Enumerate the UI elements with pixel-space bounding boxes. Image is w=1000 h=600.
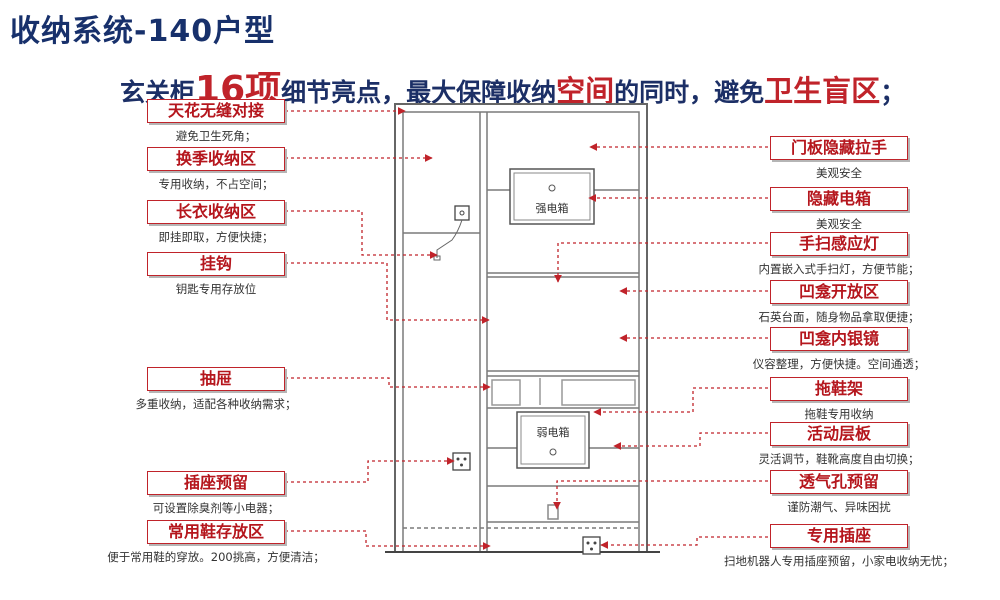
label-socket-reserved: 插座预留 bbox=[147, 471, 285, 495]
desc-vent-hole: 谨防潮气、异味困扰 bbox=[787, 500, 891, 514]
leader-line bbox=[613, 432, 768, 450]
leader-line bbox=[554, 242, 768, 283]
label-common-shoe-area: 常用鞋存放区 bbox=[147, 520, 285, 544]
label-hidden-handle: 门板隐藏拉手 bbox=[770, 136, 908, 160]
label-dedicated-socket: 专用插座 bbox=[770, 524, 908, 548]
label-vent-hole: 透气孔预留 bbox=[770, 470, 908, 494]
subtitle-highlight-space: 空间 bbox=[556, 74, 615, 108]
socket-icon bbox=[452, 452, 471, 471]
label-movable-shelf: 活动层板 bbox=[770, 422, 908, 446]
weak-box-label: 弱电箱 bbox=[537, 425, 570, 439]
leader-line bbox=[600, 536, 768, 549]
leader-line bbox=[285, 210, 438, 259]
desc-drawer: 多重收纳，适配各种收纳需求； bbox=[135, 397, 297, 411]
label-niche-silver-mirror: 凹龛内银镜 bbox=[770, 327, 908, 351]
desc-ceiling-seamless: 避免卫生死角； bbox=[175, 129, 257, 143]
leader-line bbox=[285, 377, 491, 391]
desc-slipper-rack: 拖鞋专用收纳 bbox=[804, 407, 874, 421]
page-title: 收纳系统-140户型 bbox=[10, 14, 276, 49]
subtitle: 玄关柜16项细节亮点，最大保障收纳空间的同时，避免卫生盲区； bbox=[120, 60, 1000, 112]
label-drawer: 抽屉 bbox=[147, 367, 285, 391]
subtitle-part: ； bbox=[880, 78, 906, 107]
subtitle-highlight-hygiene: 卫生盲区 bbox=[764, 74, 881, 108]
desc-common-shoe-area: 便于常用鞋的穿放。200挑高，方便清洁； bbox=[107, 550, 325, 564]
desc-niche-open-area: 石英台面，随身物品拿取便捷； bbox=[758, 310, 920, 324]
desc-movable-shelf: 灵活调节，鞋靴高度自由切换； bbox=[758, 452, 920, 466]
subtitle-part: 细节亮点，最大保障收纳 bbox=[281, 78, 557, 107]
desc-hand-sensor-light: 内置嵌入式手扫灯，方便节能； bbox=[758, 262, 920, 276]
leader-line bbox=[285, 262, 490, 324]
label-ceiling-seamless: 天花无缝对接 bbox=[147, 99, 285, 123]
label-hand-sensor-light: 手扫感应灯 bbox=[770, 232, 908, 256]
hook-icon bbox=[433, 205, 470, 261]
subtitle-part: 的同时，避免 bbox=[614, 78, 765, 107]
desc-niche-silver-mirror: 仪容整理，方便快捷。空间通透； bbox=[752, 357, 926, 371]
leader-line bbox=[285, 530, 491, 550]
label-slipper-rack: 拖鞋架 bbox=[770, 377, 908, 401]
leader-lines bbox=[285, 107, 768, 550]
desc-hidden-electric-box: 美观安全 bbox=[816, 217, 862, 231]
strong-box-label: 强电箱 bbox=[536, 201, 569, 215]
strong-electric-box: 强电箱 bbox=[509, 168, 595, 225]
leader-line bbox=[593, 387, 768, 416]
leader-line bbox=[285, 457, 455, 483]
desc-socket-reserved: 可设置除臭剂等小电器； bbox=[152, 501, 280, 515]
label-niche-open-area: 凹龛开放区 bbox=[770, 280, 908, 304]
leader-line bbox=[553, 480, 768, 510]
desc-dedicated-socket: 扫地机器人专用插座预留，小家电收纳无忧； bbox=[724, 554, 954, 568]
desc-hook: 钥匙专用存放位 bbox=[175, 282, 257, 296]
desc-long-coat-storage: 即挂即取，方便快捷； bbox=[158, 230, 274, 244]
label-hidden-electric-box: 隐藏电箱 bbox=[770, 187, 908, 211]
weak-electric-box: 弱电箱 bbox=[516, 411, 590, 469]
label-hook: 挂钩 bbox=[147, 252, 285, 276]
label-seasonal-storage: 换季收纳区 bbox=[147, 147, 285, 171]
desc-seasonal-storage: 专用收纳，不占空间； bbox=[158, 177, 274, 191]
socket-icon bbox=[582, 536, 601, 555]
label-long-coat-storage: 长衣收纳区 bbox=[147, 200, 285, 224]
desc-hidden-handle: 美观安全 bbox=[816, 166, 862, 180]
